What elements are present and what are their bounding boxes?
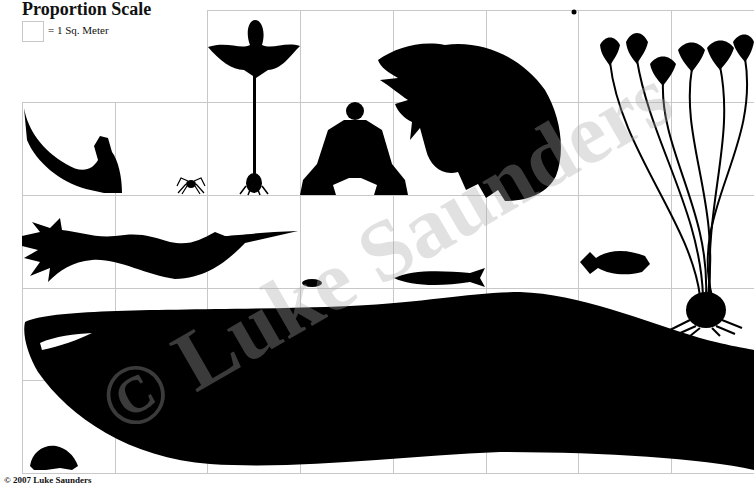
meter-grid — [22, 10, 754, 474]
fish-silhouette — [580, 251, 650, 274]
scale-swatch — [22, 21, 44, 42]
creature-silhouette — [24, 108, 122, 193]
chart-title: Proportion Scale — [22, 0, 151, 20]
stalk-flower-silhouette — [208, 20, 300, 195]
urchin-silhouette — [30, 446, 78, 470]
spider-silhouette — [177, 178, 205, 194]
legend-text: = 1 Sq. Meter — [48, 24, 109, 36]
copyright-caption: © 2007 Luke Saunders — [4, 475, 92, 485]
human-silhouette — [300, 102, 408, 195]
